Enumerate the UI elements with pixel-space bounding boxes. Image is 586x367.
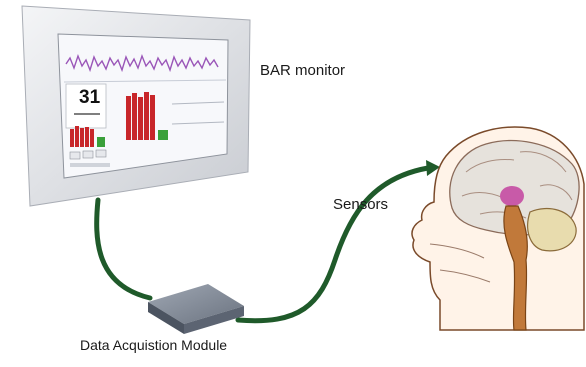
large-bar	[132, 93, 137, 140]
brainstem	[503, 205, 528, 331]
sensors-label: Sensors	[333, 196, 389, 213]
brain-gyri	[461, 151, 573, 219]
module-front	[148, 302, 184, 334]
large-bar	[138, 97, 143, 140]
module-side	[184, 306, 244, 334]
large-bar-green	[158, 130, 168, 140]
large-bar	[150, 95, 155, 140]
eeg-baseline	[63, 79, 227, 83]
screen-control-button	[69, 151, 81, 160]
trend-line	[171, 121, 225, 125]
small-bar	[80, 128, 84, 147]
data-acquisition-module	[148, 284, 244, 334]
module-top	[148, 284, 244, 324]
index-value: 31	[79, 87, 101, 108]
small-bar	[75, 126, 79, 147]
sensor-arrowhead	[426, 160, 440, 176]
module-to-sensors-cable	[235, 165, 431, 324]
small-bar	[85, 127, 89, 147]
trend-line	[171, 101, 225, 105]
small-bar	[70, 129, 74, 147]
large-bar	[144, 92, 149, 140]
screen-status-bar	[70, 163, 110, 167]
thalamus	[500, 186, 524, 206]
bar-monitor-label: BAR monitor	[260, 62, 346, 79]
eeg-trace	[65, 53, 219, 73]
small-bar	[90, 129, 94, 147]
data-acquisition-module-label: Data Acquistion Module	[80, 337, 228, 353]
monitor-to-module-cable	[94, 197, 153, 301]
screen-control-button	[95, 149, 107, 158]
bar-monitor	[21, 5, 251, 207]
large-bar	[126, 96, 131, 140]
nasal-cavity	[429, 243, 491, 283]
brain-head-illustration	[411, 126, 585, 331]
screen-control-button	[82, 150, 94, 159]
small-bar-group	[70, 126, 105, 147]
large-bar-group	[126, 92, 168, 140]
cerebellum	[527, 207, 577, 252]
small-bar-green	[97, 137, 105, 147]
